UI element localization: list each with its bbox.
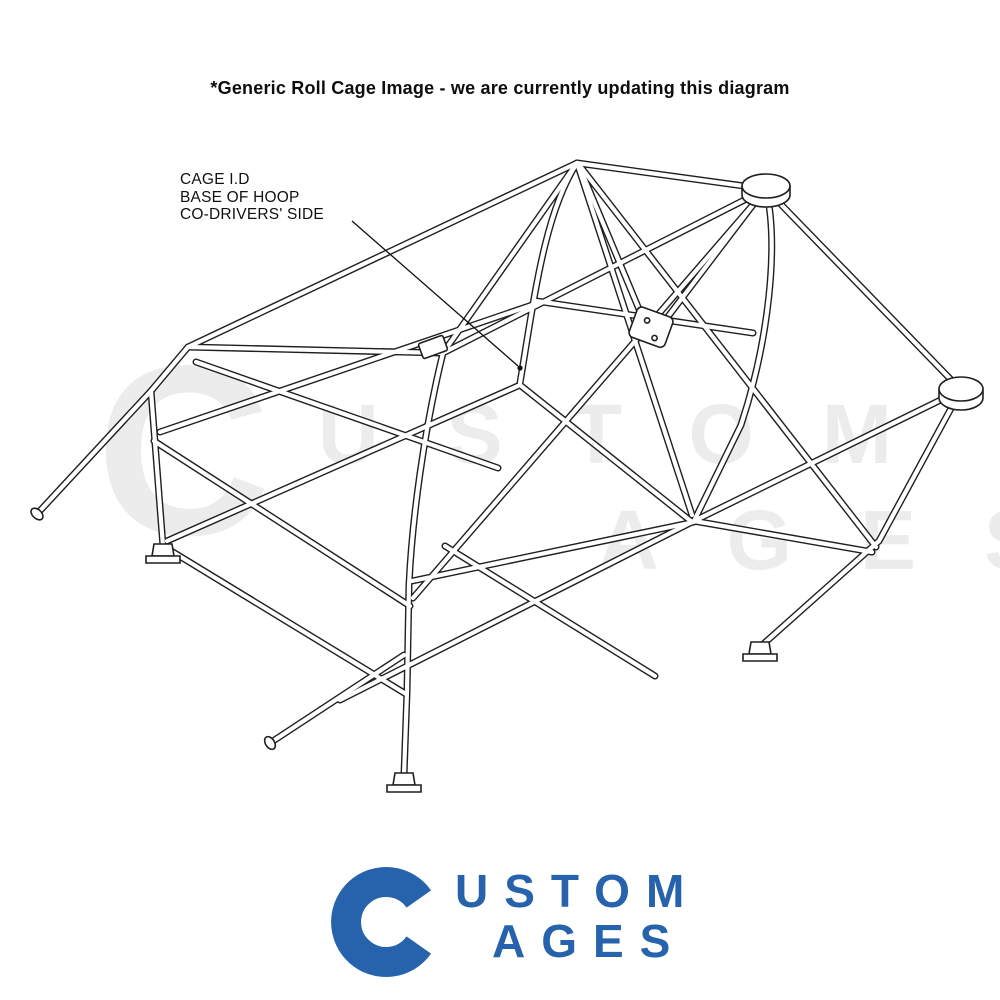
callout-dot [517, 365, 523, 371]
callout-leader-line [351, 220, 519, 367]
diagram-note: *Generic Roll Cage Image - we are curren… [210, 78, 790, 98]
mounting-foot [386, 772, 422, 793]
mounting-foot [145, 543, 181, 564]
callout-label: CAGE I.D BASE OF HOOP CO-DRIVERS' SIDE [180, 171, 324, 224]
logo-line2: AGES [492, 915, 687, 967]
callout-line-2: BASE OF HOOP [180, 188, 300, 206]
mounting-pad [938, 376, 984, 411]
logo-line1: USTOM [455, 865, 701, 917]
callout-line-1: CAGE I.D [180, 171, 250, 188]
id-plate [628, 306, 674, 349]
tube-end [30, 507, 44, 521]
mounting-foot [742, 641, 778, 662]
callout-line-3: CO-DRIVERS' SIDE [180, 206, 324, 223]
tube-end [263, 735, 277, 751]
mounting-pad [741, 173, 791, 208]
clamp-detail [417, 334, 449, 360]
